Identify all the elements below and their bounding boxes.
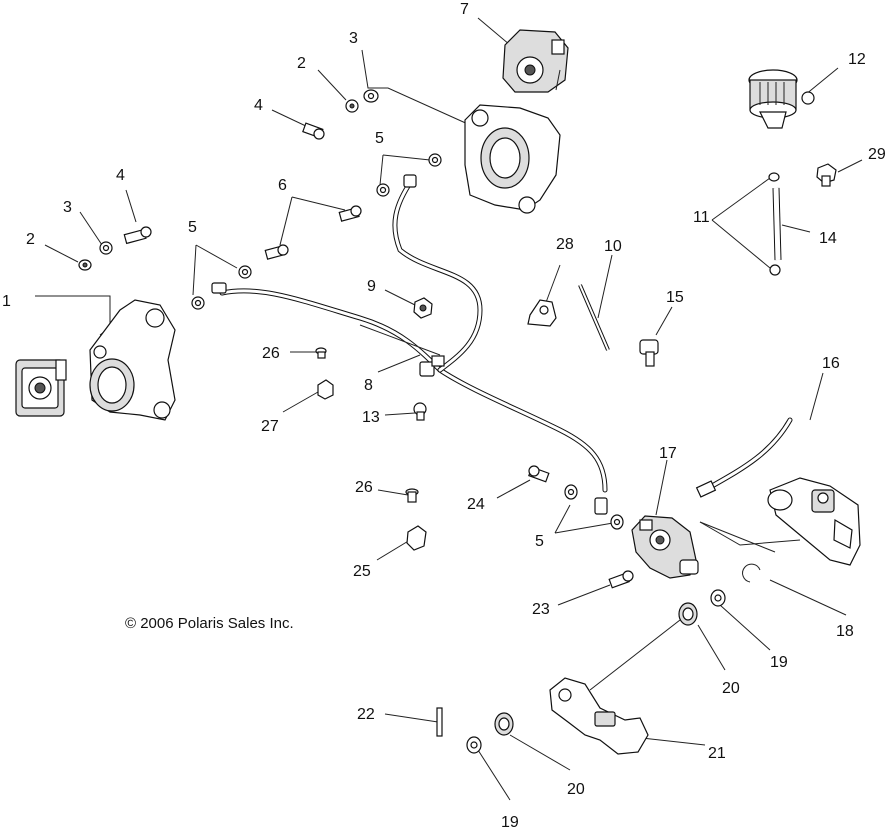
part-13-bolt: [413, 402, 427, 421]
part-15-fitting: [639, 339, 659, 367]
brake-line-main: [219, 177, 608, 493]
callout-18: 18: [836, 623, 854, 640]
callout-4-left: 4: [116, 167, 125, 184]
part-22-pin: [436, 707, 443, 737]
callout-13: 13: [362, 409, 380, 426]
callout-5-left: 5: [188, 219, 197, 236]
part-1-brake-caliper: [15, 359, 67, 417]
part-3-washer-top: [363, 89, 379, 103]
part-3-washer-left: [99, 241, 113, 255]
callout-9: 9: [367, 278, 376, 295]
part-20-bushing: [678, 602, 698, 626]
callout-28: 28: [556, 236, 574, 253]
callout-25: 25: [353, 563, 371, 580]
part-2-washer-top: [345, 99, 359, 113]
part-2-washer-left: [78, 259, 92, 271]
part-19-washer: [710, 589, 726, 607]
callout-10: 10: [604, 238, 622, 255]
part-9-nut: [413, 297, 433, 319]
part-25-fitting: [406, 525, 427, 551]
callout-12: 12: [848, 51, 866, 68]
copyright-notice: © 2006 Polaris Sales Inc.: [125, 615, 294, 632]
part-18-clip: [742, 563, 761, 583]
steering-knuckle-right: [464, 104, 561, 214]
callout-19-lower: 19: [501, 814, 519, 827]
callout-2-left: 2: [26, 231, 35, 248]
part-4-bolt-left: [123, 226, 152, 245]
callout-26-lower: 26: [355, 479, 373, 496]
callout-4-top: 4: [254, 97, 263, 114]
callout-21: 21: [708, 745, 726, 762]
callout-20-right: 20: [722, 680, 740, 697]
callout-14: 14: [819, 230, 837, 247]
callout-5-lower: 5: [535, 533, 544, 550]
leader-lines: [35, 17, 863, 801]
callout-24: 24: [467, 496, 485, 513]
callout-11: 11: [693, 209, 710, 226]
part-17-master-cylinder: [631, 515, 699, 579]
pedal-bracket: [767, 477, 861, 566]
part-28-clamp: [527, 299, 557, 327]
part-19-washer-lower: [466, 736, 482, 754]
part-6-bolts: [264, 205, 362, 260]
callout-8: 8: [364, 377, 373, 394]
part-7-brake-caliper: [502, 29, 569, 93]
part-4-bolt-top: [302, 122, 325, 140]
part-26-bleeder: [315, 347, 327, 359]
callout-20-lower: 20: [567, 781, 585, 798]
callout-6: 6: [278, 177, 287, 194]
part-10-pin: [578, 284, 610, 351]
steering-knuckle-left: [89, 299, 176, 421]
part-12-reservoir: [748, 69, 815, 129]
callout-26-upper: 26: [262, 345, 280, 362]
part-5-washers-lower: [564, 484, 624, 530]
callout-3-top: 3: [349, 30, 358, 47]
callout-15: 15: [666, 289, 684, 306]
part-27-fitting: [317, 379, 334, 400]
part-24-bolt: [528, 465, 550, 483]
part-29-bolt: [816, 163, 837, 187]
part-11-grommets: [768, 172, 781, 276]
part-5-washers-top: [376, 153, 442, 197]
callout-29: 29: [868, 146, 886, 163]
callout-3-left: 3: [63, 199, 72, 216]
callout-17: 17: [659, 445, 677, 462]
brake-line-16: [695, 417, 793, 498]
part-21-brake-pedal: [549, 677, 649, 755]
callout-5-top: 5: [375, 130, 384, 147]
part-20-bushing-lower: [494, 712, 514, 736]
callout-16: 16: [822, 355, 840, 372]
callout-22: 22: [357, 706, 375, 723]
part-26-bleeder-lower: [405, 488, 419, 503]
callout-7: 7: [460, 1, 469, 18]
callout-27: 27: [261, 418, 279, 435]
callout-19-right: 19: [770, 654, 788, 671]
callout-23: 23: [532, 601, 550, 618]
callout-2-top: 2: [297, 55, 306, 72]
callout-1: 1: [2, 293, 11, 310]
part-5-washers-left: [191, 265, 252, 310]
part-14-tube: [772, 187, 782, 261]
part-23-bolt: [608, 570, 634, 589]
part-8-clip: [419, 355, 445, 377]
